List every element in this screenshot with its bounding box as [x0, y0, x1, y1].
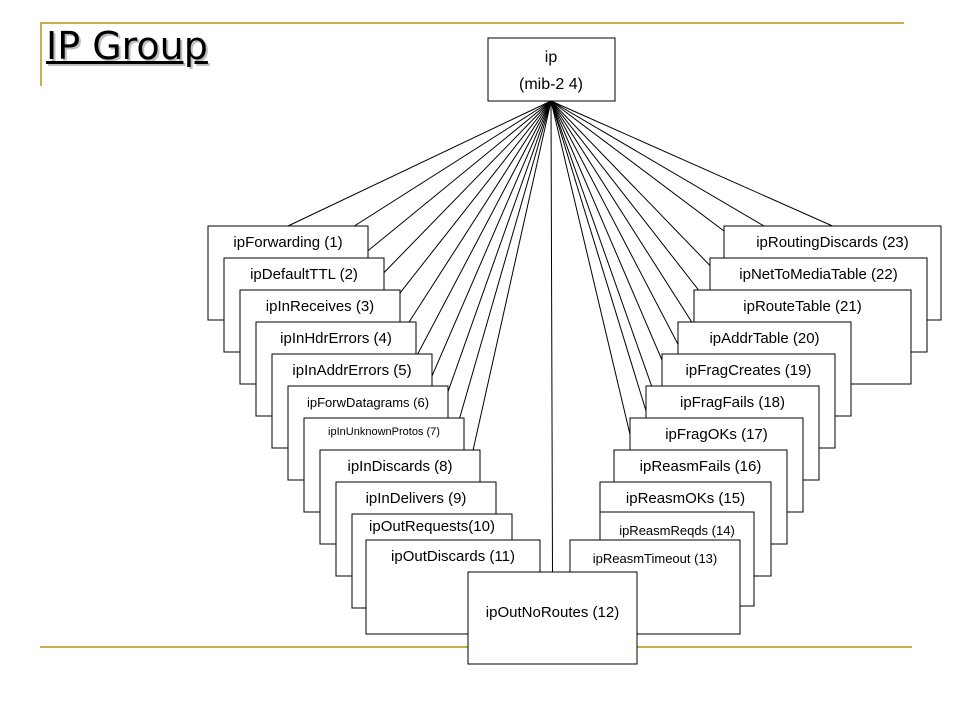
edge-ipoutnoroutes-12 — [550, 100, 553, 573]
node-label: ipOutRequests(10) — [369, 518, 495, 535]
node-label: ipReasmOKs (15) — [626, 490, 745, 507]
node-label: ipInHdrErrors (4) — [280, 330, 392, 347]
node-ipoutnoroutes-12: ipOutNoRoutes (12) — [467, 571, 638, 665]
node-label: ipDefaultTTL (2) — [250, 266, 358, 283]
node-label: ipReasmReqds (14) — [619, 523, 735, 538]
node-label: ipForwDatagrams (6) — [307, 395, 429, 410]
node-label: ipInDiscards (8) — [347, 458, 452, 475]
node-label: ipRoutingDiscards (23) — [756, 234, 909, 251]
edge-ipforwarding-1 — [287, 100, 552, 227]
edge-iproutingdiscards-23 — [550, 100, 833, 227]
root-node-oid: (mib-2 4) — [519, 76, 583, 93]
node-label: ipNetToMediaTable (22) — [739, 266, 897, 283]
node-label: ipInDelivers (9) — [366, 490, 467, 507]
node-label: ipFragCreates (19) — [686, 362, 812, 379]
node-label: ipOutDiscards (11) — [391, 548, 515, 565]
root-node-name: ip — [545, 49, 558, 66]
node-label: ipInUnknownProtos (7) — [328, 426, 440, 438]
top-rule — [40, 22, 904, 24]
node-label: ipInAddrErrors (5) — [292, 362, 411, 379]
root-node-ip: ip (mib-2 4) — [487, 37, 616, 102]
node-label: ipForwarding (1) — [233, 234, 342, 251]
node-label: ipFragOKs (17) — [665, 426, 768, 443]
page-title: IP Group — [46, 24, 208, 68]
node-label: ipFragFails (18) — [680, 394, 785, 411]
node-label: ipInReceives (3) — [266, 298, 374, 315]
left-rule — [40, 22, 42, 86]
tree-nodes: ipForwarding (1) ipRoutingDiscards (23) ip… — [207, 225, 942, 665]
node-label: ipRouteTable (21) — [743, 298, 861, 315]
node-label: ipReasmFails (16) — [640, 458, 762, 475]
node-label: ipReasmTimeout (13) — [593, 551, 718, 566]
node-box — [467, 571, 638, 665]
node-label: ipAddrTable (20) — [709, 330, 819, 347]
node-label: ipOutNoRoutes (12) — [486, 604, 619, 621]
